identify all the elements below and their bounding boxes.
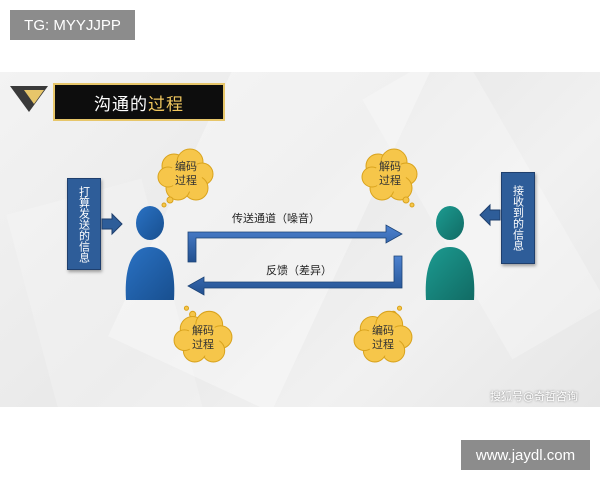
thought-bubble-icon — [361, 148, 418, 208]
sender-person-icon — [125, 206, 175, 300]
title-prefix: 沟通的 — [94, 94, 148, 115]
arrow-right-icon — [101, 212, 123, 236]
watermark-bottom: www.jaydl.com — [461, 440, 590, 470]
feedback-arrow-icon — [187, 255, 403, 296]
bubble-label: 编码 过程 — [372, 324, 394, 351]
arrow-left-icon — [479, 203, 501, 227]
sender-message-box: 打算发送的信息 — [67, 178, 101, 270]
feedback-label: 反馈（差异） — [266, 264, 332, 277]
title-banner: 沟通的过程 — [53, 83, 225, 121]
thought-bubble-icon — [157, 148, 214, 208]
receiver-message-box: 接收到的信息 — [501, 172, 535, 264]
thought-bubble-receiver-decode: 解码 过程 — [360, 148, 420, 208]
channel-arrow-icon — [187, 224, 403, 263]
source-credit: 搜狐号@奇哲咨询 — [490, 390, 578, 403]
thought-bubble-receiver-encode: 编码 过程 — [352, 302, 414, 364]
thought-bubble-icon — [173, 305, 233, 363]
watermark-top: TG: MYYJJPP — [10, 10, 135, 40]
channel-label: 传送通道（噪音） — [232, 212, 320, 225]
thought-bubble-sender-decode: 解码 过程 — [172, 302, 234, 364]
bubble-label: 编码 过程 — [175, 160, 197, 187]
thought-bubble-sender-encode: 编码 过程 — [156, 148, 216, 208]
page-title: 沟通的过程 — [55, 85, 223, 119]
bubble-label: 解码 过程 — [379, 160, 401, 187]
thought-bubble-icon — [353, 305, 413, 363]
slide: 沟通的过程 打算发送的信息 接收到的信息 — [0, 72, 600, 407]
bubble-label: 解码 过程 — [192, 324, 214, 351]
flow-arrows — [187, 224, 403, 296]
title-accent: 过程 — [148, 94, 184, 115]
logo-icon — [10, 86, 48, 112]
receiver-person-icon — [425, 206, 475, 300]
